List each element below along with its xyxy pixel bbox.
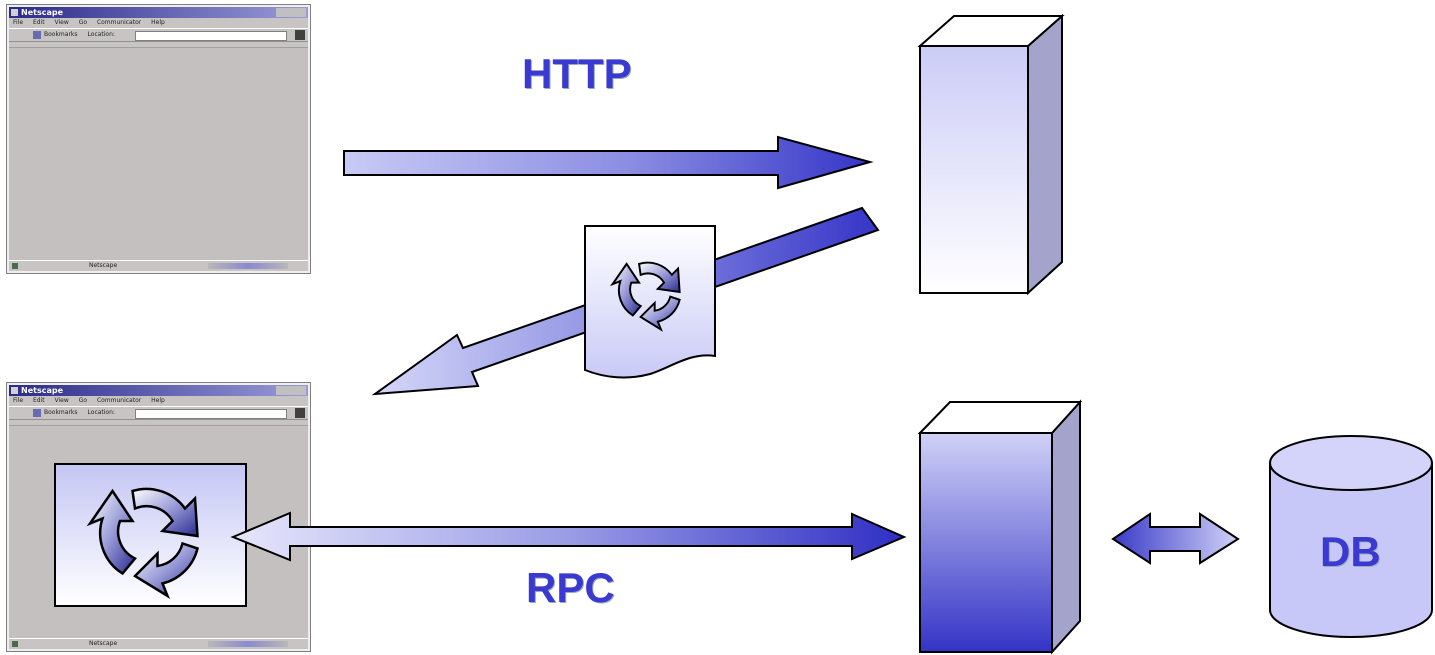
browser-window-top: Netscape File Edit View Go Communicator … bbox=[6, 4, 311, 274]
menu-go[interactable]: Go bbox=[78, 397, 88, 404]
app-server-front bbox=[919, 432, 1053, 653]
app-server-top bbox=[917, 401, 1083, 434]
menu-file[interactable]: File bbox=[13, 19, 24, 26]
location-label: Location: bbox=[87, 409, 115, 416]
status-icons bbox=[208, 263, 288, 269]
browser-menubar: File Edit View Go Communicator Help bbox=[9, 18, 308, 28]
database-cylinder-top bbox=[1269, 435, 1433, 491]
app-cycle-icon bbox=[88, 487, 199, 598]
html-page-icon bbox=[584, 225, 716, 379]
menu-help[interactable]: Help bbox=[151, 397, 165, 404]
throbber-icon bbox=[295, 30, 305, 40]
browser-titlebar: Netscape bbox=[9, 7, 308, 18]
menu-view[interactable]: View bbox=[54, 397, 69, 404]
browser-title: Netscape bbox=[21, 8, 63, 17]
browser-menubar: File Edit View Go Communicator Help bbox=[9, 396, 308, 406]
status-icons bbox=[208, 641, 288, 647]
menu-edit[interactable]: Edit bbox=[32, 19, 45, 26]
menu-communicator[interactable]: Communicator bbox=[96, 397, 142, 404]
rpc-double-arrow bbox=[230, 511, 907, 562]
netscape-icon bbox=[11, 9, 18, 16]
http-request-arrow bbox=[343, 135, 874, 190]
throbber-icon bbox=[295, 408, 305, 418]
location-input[interactable] bbox=[135, 409, 287, 419]
bookmark-icon[interactable] bbox=[33, 408, 41, 417]
db-connection-arrow bbox=[1111, 512, 1240, 565]
menu-edit[interactable]: Edit bbox=[32, 397, 45, 404]
app-server-side bbox=[1051, 399, 1081, 655]
location-label: Location: bbox=[87, 31, 115, 38]
menu-help[interactable]: Help bbox=[151, 19, 165, 26]
db-label: DB bbox=[1320, 528, 1381, 575]
location-input[interactable] bbox=[135, 31, 287, 41]
web-server-side bbox=[1027, 13, 1063, 296]
database-cylinder-body bbox=[1269, 462, 1433, 638]
bookmarks-button[interactable]: Bookmarks bbox=[44, 409, 78, 416]
http-label: HTTP bbox=[522, 50, 632, 97]
browser-title: Netscape bbox=[21, 386, 63, 395]
menu-go[interactable]: Go bbox=[78, 19, 88, 26]
rpc-label: RPC bbox=[526, 564, 615, 611]
bookmarks-button[interactable]: Bookmarks bbox=[44, 31, 78, 38]
menu-file[interactable]: File bbox=[13, 397, 24, 404]
status-text: Netscape bbox=[89, 640, 118, 647]
bookmark-icon[interactable] bbox=[33, 30, 41, 39]
netscape-icon bbox=[11, 387, 18, 394]
security-icon bbox=[12, 263, 18, 269]
window-controls[interactable] bbox=[276, 386, 306, 395]
browser-location-toolbar: Bookmarks Location: bbox=[9, 406, 308, 420]
menu-communicator[interactable]: Communicator bbox=[96, 19, 142, 26]
browser-content bbox=[9, 47, 308, 261]
browser-statusbar: Netscape bbox=[9, 260, 308, 271]
browser-statusbar: Netscape bbox=[9, 638, 308, 649]
status-text: Netscape bbox=[89, 262, 118, 269]
window-controls[interactable] bbox=[276, 8, 306, 17]
menu-view[interactable]: View bbox=[54, 19, 69, 26]
browser-titlebar: Netscape bbox=[9, 385, 308, 396]
browser-location-toolbar: Bookmarks Location: bbox=[9, 28, 308, 42]
web-server-front bbox=[919, 45, 1029, 294]
security-icon bbox=[12, 641, 18, 647]
